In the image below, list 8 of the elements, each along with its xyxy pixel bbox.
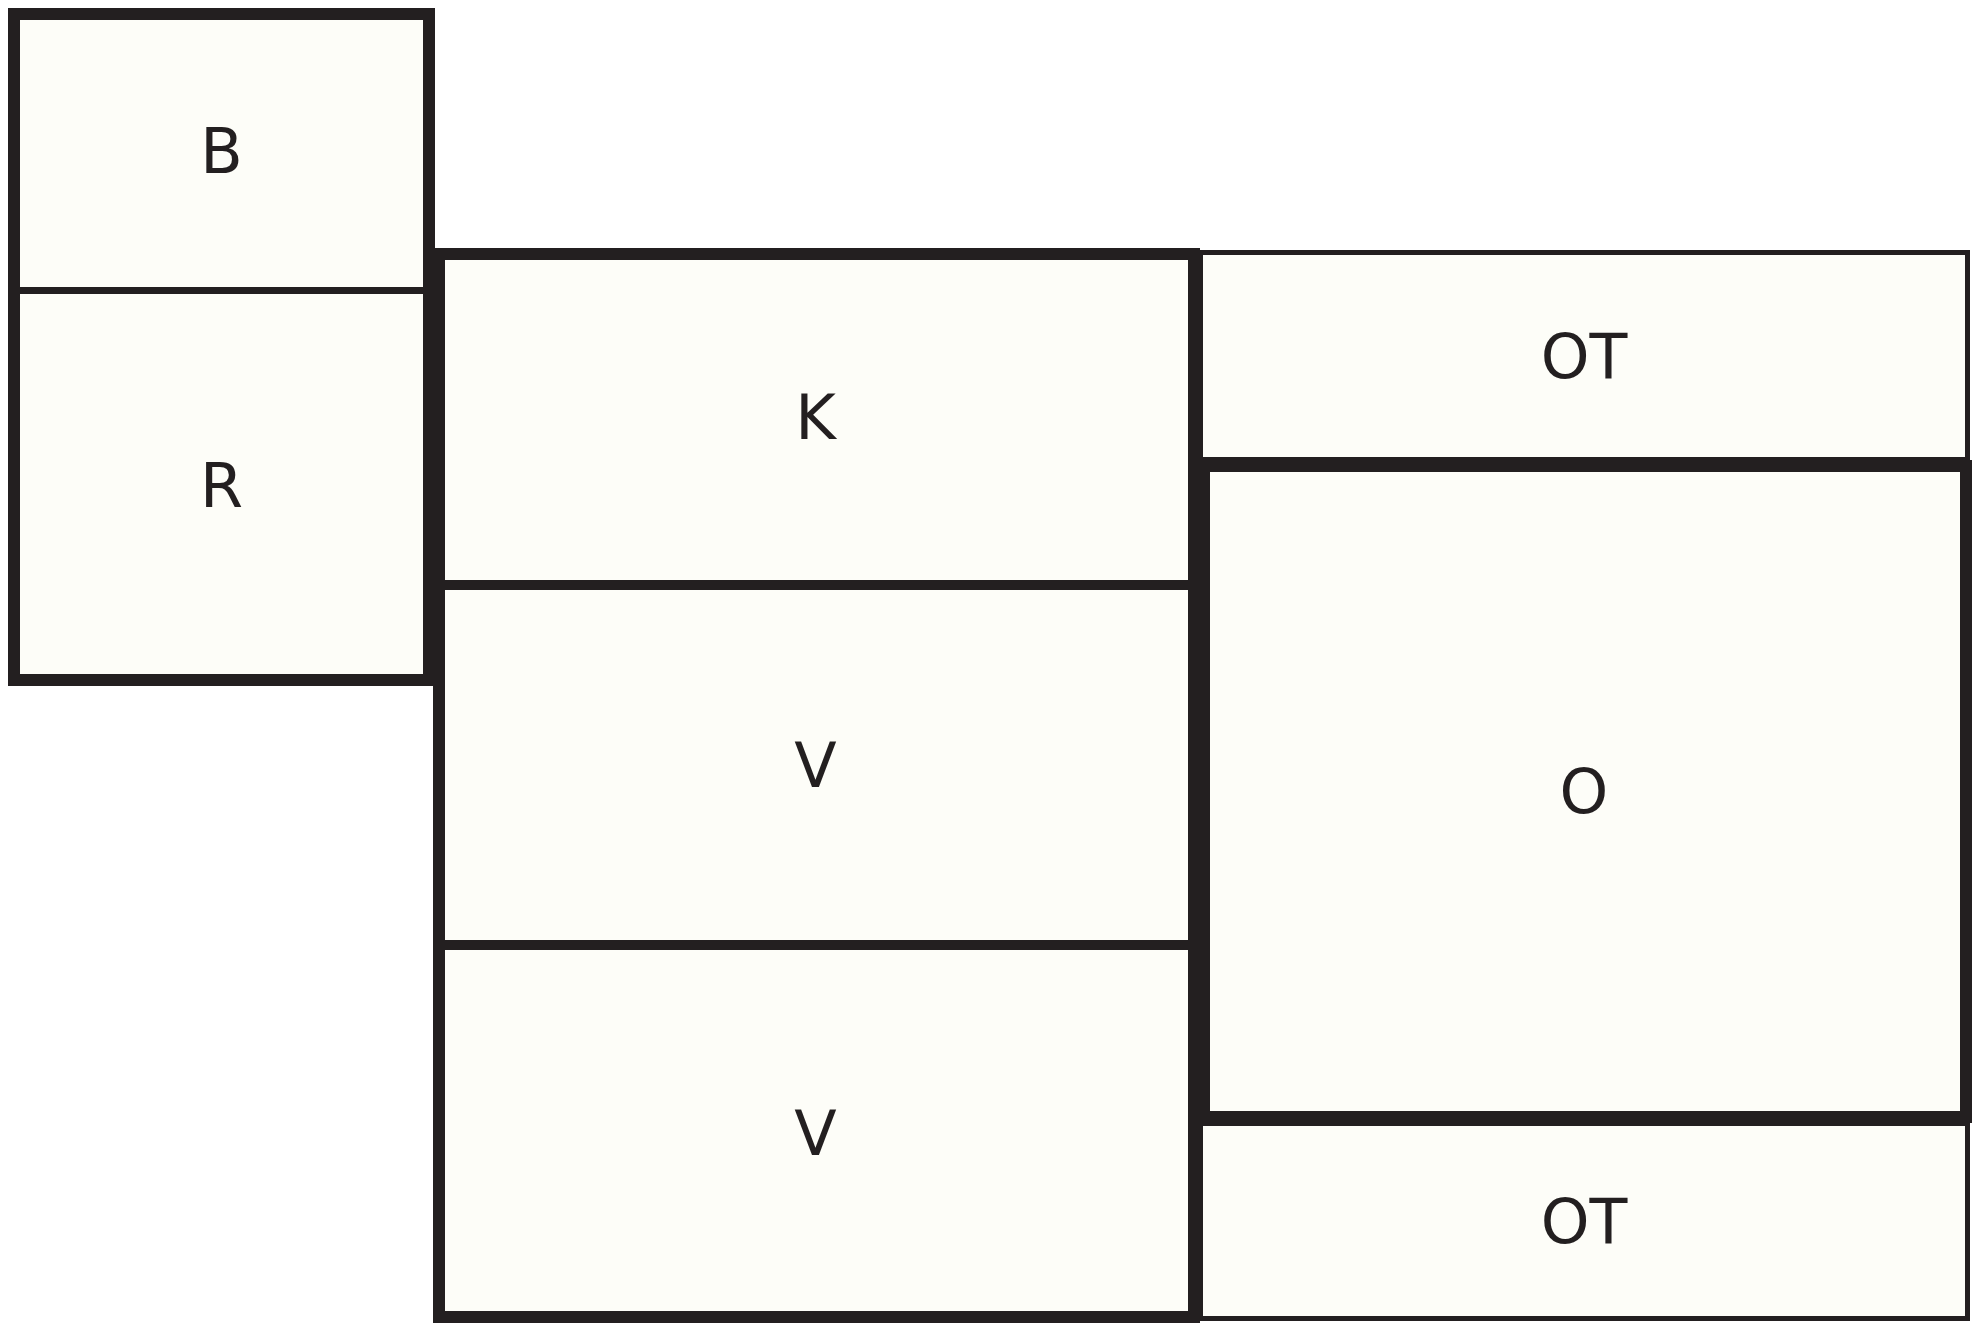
- block-label: R: [199, 449, 244, 522]
- block-label: K: [795, 381, 836, 454]
- block-label: B: [200, 114, 243, 188]
- block-label: V: [794, 1096, 837, 1170]
- block-label: V: [794, 728, 837, 802]
- block-label: O: [1559, 755, 1609, 828]
- block-label: OT: [1540, 1184, 1628, 1258]
- block-label: OT: [1540, 319, 1628, 393]
